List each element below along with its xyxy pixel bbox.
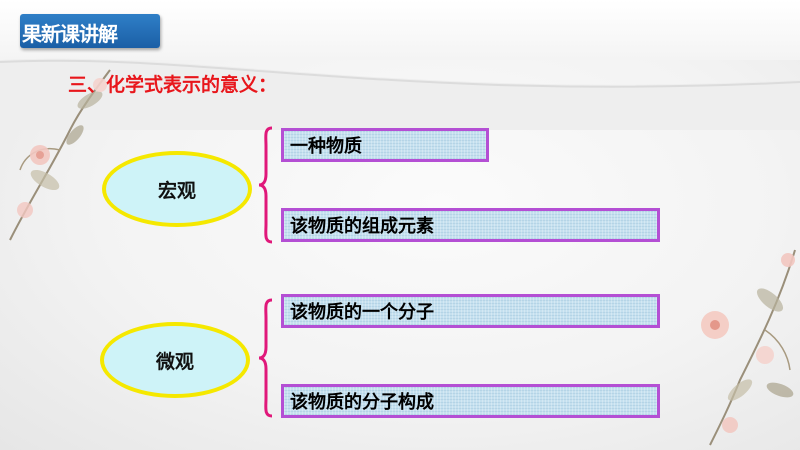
macro-item-1: 一种物质 [290, 136, 362, 157]
micro-brace [258, 298, 273, 418]
micro-ellipse: 微观 [100, 322, 250, 398]
macro-item-2: 该物质的组成元素 [290, 216, 434, 237]
micro-label: 微观 [155, 350, 194, 373]
header-wave [0, 58, 800, 130]
macro-item-box: 该物质的组成元素 [281, 208, 660, 242]
section-tab [20, 14, 160, 48]
micro-item-box: 该物质的分子构成 [281, 384, 660, 418]
macro-brace [258, 126, 273, 244]
flower-branch-left [9, 69, 111, 241]
flower-branch-right [701, 249, 796, 446]
macro-item-box: 一种物质 [281, 128, 489, 162]
page-heading: 三、化学式表示的意义： [68, 74, 278, 96]
micro-item-2: 该物质的分子构成 [290, 392, 434, 413]
macro-ellipse: 宏观 [102, 151, 252, 227]
macro-label: 宏观 [157, 179, 196, 202]
micro-item-1: 该物质的一个分子 [290, 302, 434, 323]
section-tab-label: 果新课讲解 [22, 22, 118, 46]
micro-item-box: 该物质的一个分子 [281, 294, 660, 328]
